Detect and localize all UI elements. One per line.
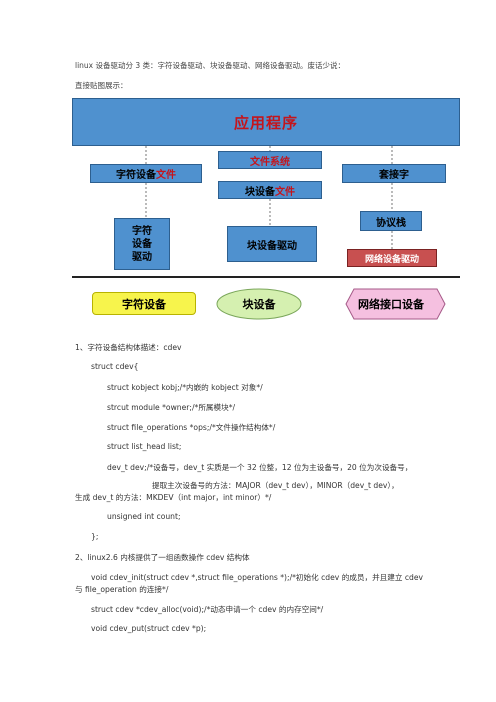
net-interface-label: 网络接口设备 <box>358 298 424 311</box>
block-device-label: 块设备 <box>242 298 276 311</box>
code-line: strcut module *owner;/*所属模块*/ <box>107 403 236 412</box>
dashed-connectors <box>145 146 393 249</box>
block-device-shape <box>216 288 302 320</box>
code-line: struct list_head list; <box>107 442 182 451</box>
intro-line-2: 直接贴图展示： <box>75 81 128 90</box>
char-driver-box: 字符 设备 驱动 <box>114 218 170 270</box>
code-line: }; <box>91 532 99 541</box>
code-line: void cdev_put(struct cdev *p); <box>91 624 207 633</box>
code-line: void cdev_init(struct cdev *,struct file… <box>91 573 424 582</box>
code-line: unsigned int count; <box>107 512 181 521</box>
block-driver-box: 块设备驱动 <box>227 226 317 262</box>
block-device-file-text: 块设备 <box>245 186 275 198</box>
driver-architecture-diagram: 应用程序 文件系统 字符设备文件 套接字 块设备文件 字符 设备 驱动 块设备驱… <box>72 98 462 334</box>
net-interface-shape <box>345 288 446 320</box>
code-line: struct file_operations *ops;/*文件操作结构体*/ <box>107 423 276 432</box>
char-device-file-box: 字符设备文件 <box>90 164 202 183</box>
code-line: 生成 dev_t 的方法：MKDEV（int major，int minor）*… <box>75 493 272 502</box>
section-2-title: 2、linux2.6 内核提供了一组函数操作 cdev 结构体 <box>75 553 250 562</box>
char-device-file-text: 字符设备 <box>116 170 156 181</box>
char-device-box: 字符设备 <box>92 292 196 315</box>
file-system-box: 文件系统 <box>218 151 322 169</box>
code-line: 提取主次设备号的方法：MAJOR（dev_t dev），MINOR（dev_t … <box>152 481 399 490</box>
diagram-connectors <box>145 146 446 320</box>
code-line: struct cdev *cdev_alloc(void);/*动态申请一个 c… <box>91 605 324 614</box>
app-box: 应用程序 <box>72 98 460 146</box>
block-device-file-suffix: 文件 <box>275 186 295 198</box>
code-line: 与 file_operation 的连接*/ <box>75 585 169 594</box>
char-driver-line-1: 字符 <box>132 225 152 237</box>
code-line: struct kobject kobj;/*内嵌的 kobject 对象*/ <box>107 383 263 392</box>
section-1-title: 1、字符设备结构体描述：cdev <box>75 343 182 352</box>
intro-line-1: linux 设备驱动分 3 类：字符设备驱动、块设备驱动、网络设备驱动。废话少说… <box>75 61 346 70</box>
char-device-file-suffix: 文件 <box>156 170 176 181</box>
char-driver-line-2: 设备 <box>132 238 152 250</box>
hardware-divider-line <box>72 276 460 278</box>
code-line: struct cdev{ <box>91 362 139 371</box>
net-driver-box: 网络设备驱动 <box>347 249 437 267</box>
code-line: dev_t dev;/*设备号，dev_t 实质是一个 32 位整，12 位为主… <box>107 463 413 472</box>
char-driver-line-3: 驱动 <box>132 251 152 263</box>
socket-box: 套接字 <box>342 164 446 183</box>
protocol-stack-box: 协议栈 <box>360 211 422 231</box>
block-device-file-box: 块设备文件 <box>218 181 322 199</box>
